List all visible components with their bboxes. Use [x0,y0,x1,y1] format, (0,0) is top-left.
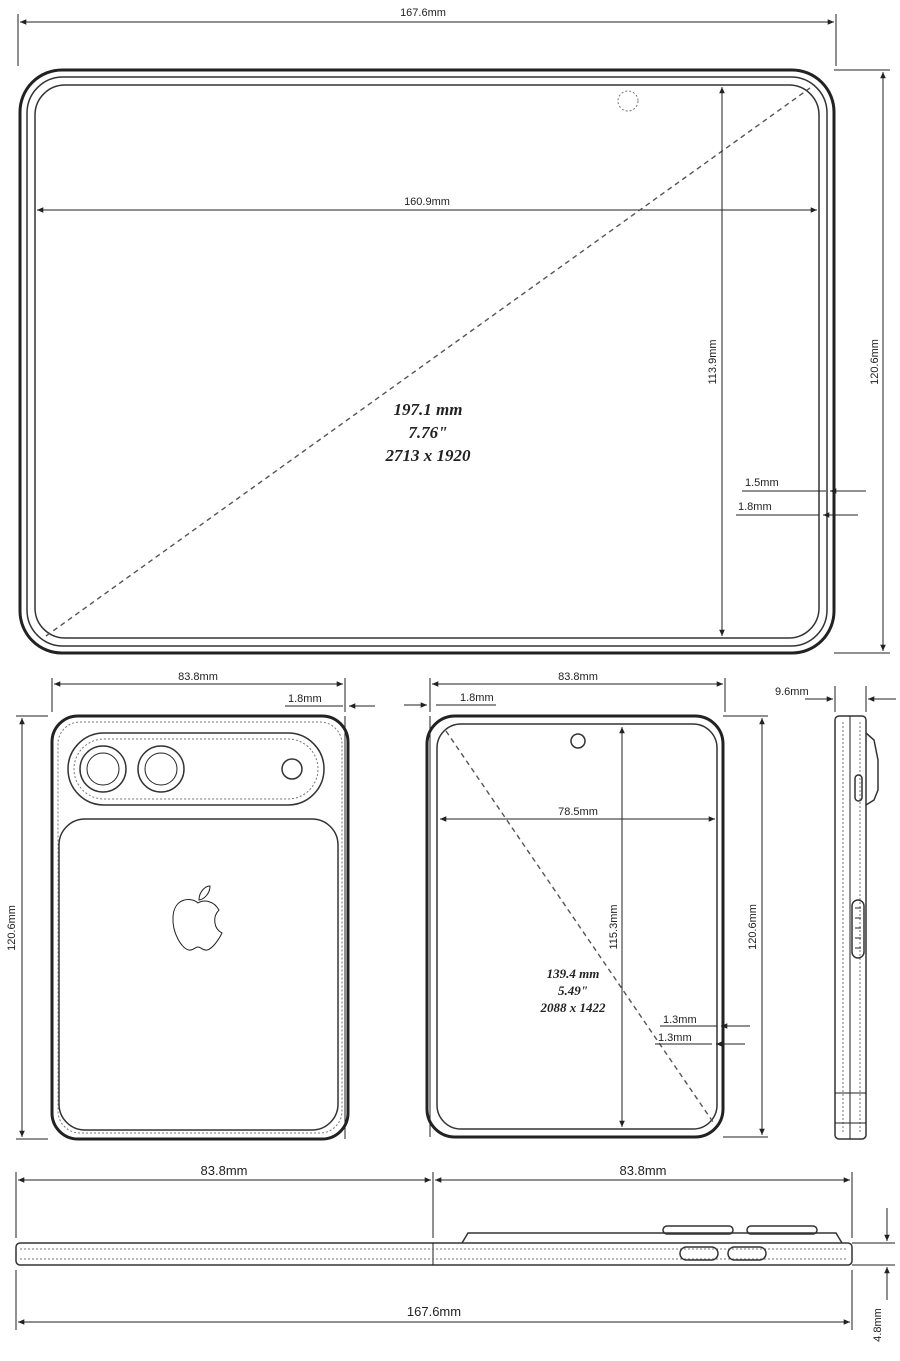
cover-bezel-label-2: 1.3mm [658,1032,692,1044]
bottom-edge-view: 83.8mm 83.8mm 167.6mm 4.8mm [15,1163,895,1342]
bottom-half-left-label: 83.8mm [201,1163,248,1178]
side-button-large [851,899,865,959]
cover-screen-width-label: 78.5mm [558,806,598,818]
cover-resolution-text: 2088 x 1422 [540,1000,607,1015]
main-screen-outline [34,84,820,639]
bottom-half-right-label: 83.8mm [620,1163,667,1178]
back-width-label: 83.8mm [178,671,218,683]
screen-height-label: 113.9mm [707,339,719,384]
side-camera-bump [865,732,879,806]
rear-camera-lens-2-icon [137,745,185,793]
folded-back-view: 83.8mm 1.8mm 120.6mm [6,671,375,1141]
diagonal-mm-text: 197.1 mm [394,400,463,419]
bottom-overall-width-label: 167.6mm [407,1304,461,1319]
cover-diagonal-line [445,730,714,1123]
camera-bar [67,732,325,806]
overall-width-label: 167.6mm [400,7,446,19]
cover-width-label: 83.8mm [558,671,598,683]
cover-diagonal-inch-text: 5.49" [558,983,588,998]
cover-screen-height-label: 115.3mm [608,904,620,949]
rear-camera-lens-1-icon [79,745,127,793]
flash-icon [281,758,303,780]
screen-diagonal-line [45,87,811,637]
bottom-camera-bump [461,1232,843,1244]
folded-cover-view: 83.8mm 1.8mm 78.5mm 115.3mm 120.6mm 1.3m… [404,671,768,1139]
cover-bezel-label-1: 1.3mm [663,1014,697,1026]
screen-width-label: 160.9mm [404,196,450,208]
cover-height-label: 120.6mm [747,904,759,950]
bottom-thickness-label: 4.8mm [872,1308,884,1342]
diagonal-inch-text: 7.76" [408,423,447,442]
bottom-port-left [679,1246,719,1261]
bezel-label-2: 1.8mm [738,501,772,513]
device-outer-frame [18,68,836,655]
cover-selfie-camera-icon [570,733,586,749]
cover-diagonal-mm-text: 139.4 mm [547,966,600,981]
back-edge-label: 1.8mm [288,693,322,705]
overall-height-label: 120.6mm [869,339,881,385]
back-height-label: 120.6mm [6,905,18,951]
bottom-port-right [727,1246,767,1261]
main-unfolded-view: 167.6mm 160.9mm 113.9mm 120.6mm 1.5mm 1.… [17,7,890,655]
side-thickness-label: 9.6mm [775,686,809,698]
cover-edge-label: 1.8mm [460,692,494,704]
cover-screen-outline [436,723,718,1130]
bezel-label-1: 1.5mm [745,477,779,489]
side-view: 9.6mm [775,686,896,1140]
side-button-small [854,774,863,802]
selfie-camera-icon [617,90,639,112]
resolution-text: 2713 x 1920 [385,446,472,465]
back-glass-panel [58,818,339,1131]
apple-logo-icon [172,885,223,951]
